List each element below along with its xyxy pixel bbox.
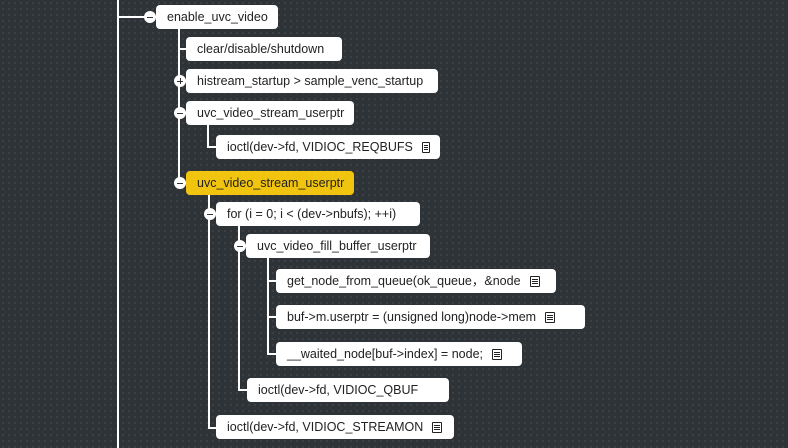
- connector-to-clear: [180, 48, 186, 50]
- note-icon[interactable]: [421, 141, 430, 153]
- connector-stream2-vertical: [208, 194, 210, 429]
- note-icon[interactable]: [545, 311, 556, 323]
- connector-to-streamon: [210, 427, 216, 429]
- node-label: buf->m.userptr = (unsigned long)node->me…: [287, 310, 537, 324]
- connector-to-reqbufs: [209, 146, 216, 148]
- expand-icon[interactable]: [174, 75, 186, 87]
- collapse-icon[interactable]: [144, 11, 156, 23]
- connector-to-qbuf: [240, 389, 247, 391]
- node-label: get_node_from_queue(ok_queue，&node: [287, 274, 521, 288]
- note-icon[interactable]: [432, 421, 443, 433]
- connector-root-vertical: [117, 0, 119, 448]
- connector-for-vertical: [238, 222, 240, 391]
- connector-to-waited: [269, 353, 276, 355]
- collapse-icon[interactable]: [174, 177, 186, 189]
- node-label: for (i = 0; i < (dev->nbufs); ++i): [227, 207, 397, 221]
- connector-to-bufuserptr: [269, 316, 276, 318]
- node-ioctl-qbuf[interactable]: ioctl(dev->fd, VIDIOC_QBUF: [247, 378, 449, 402]
- connector-level1-vertical: [178, 24, 180, 184]
- node-waited-node[interactable]: __waited_node[buf->index] = node;: [276, 342, 522, 366]
- node-for-loop[interactable]: for (i = 0; i < (dev->nbufs); ++i): [216, 202, 420, 226]
- collapse-icon[interactable]: [204, 208, 216, 220]
- collapse-icon[interactable]: [174, 107, 186, 119]
- node-uvc-video-stream-userptr-2[interactable]: uvc_video_stream_userptr: [186, 171, 354, 195]
- node-label: ioctl(dev->fd, VIDIOC_QBUF: [258, 383, 419, 397]
- node-label: enable_uvc_video: [167, 10, 268, 24]
- connector-root-to-enable: [119, 16, 156, 18]
- node-label: ioctl(dev->fd, VIDIOC_STREAMON: [227, 420, 424, 434]
- node-ioctl-reqbufs[interactable]: ioctl(dev->fd, VIDIOC_REQBUFS: [216, 135, 440, 159]
- node-label: __waited_node[buf->index] = node;: [287, 347, 483, 361]
- node-label: uvc_video_stream_userptr: [197, 106, 345, 120]
- node-buf-userptr[interactable]: buf->m.userptr = (unsigned long)node->me…: [276, 305, 585, 329]
- connector-fill-vertical: [267, 254, 269, 355]
- connector-stream1-vertical: [207, 120, 209, 148]
- connector-to-getnode: [269, 280, 276, 282]
- collapse-icon[interactable]: [234, 240, 246, 252]
- node-label: histream_startup > sample_venc_startup: [197, 74, 424, 88]
- node-uvc-video-stream-userptr-1[interactable]: uvc_video_stream_userptr: [186, 101, 354, 125]
- node-ioctl-streamon[interactable]: ioctl(dev->fd, VIDIOC_STREAMON: [216, 415, 454, 439]
- node-label: ioctl(dev->fd, VIDIOC_REQBUFS: [227, 140, 413, 154]
- node-clear-disable-shutdown[interactable]: clear/disable/shutdown: [186, 37, 342, 61]
- node-label: clear/disable/shutdown: [197, 42, 325, 56]
- node-uvc-video-fill-buffer-userptr[interactable]: uvc_video_fill_buffer_userptr: [246, 234, 430, 258]
- note-icon[interactable]: [529, 275, 540, 287]
- node-enable-uvc-video[interactable]: enable_uvc_video: [156, 5, 278, 29]
- node-label: uvc_video_fill_buffer_userptr: [257, 239, 417, 253]
- node-histream-startup[interactable]: histream_startup > sample_venc_startup: [186, 69, 438, 93]
- node-get-node-from-queue[interactable]: get_node_from_queue(ok_queue，&node: [276, 269, 556, 293]
- note-icon[interactable]: [492, 348, 502, 360]
- node-label: uvc_video_stream_userptr: [197, 176, 345, 190]
